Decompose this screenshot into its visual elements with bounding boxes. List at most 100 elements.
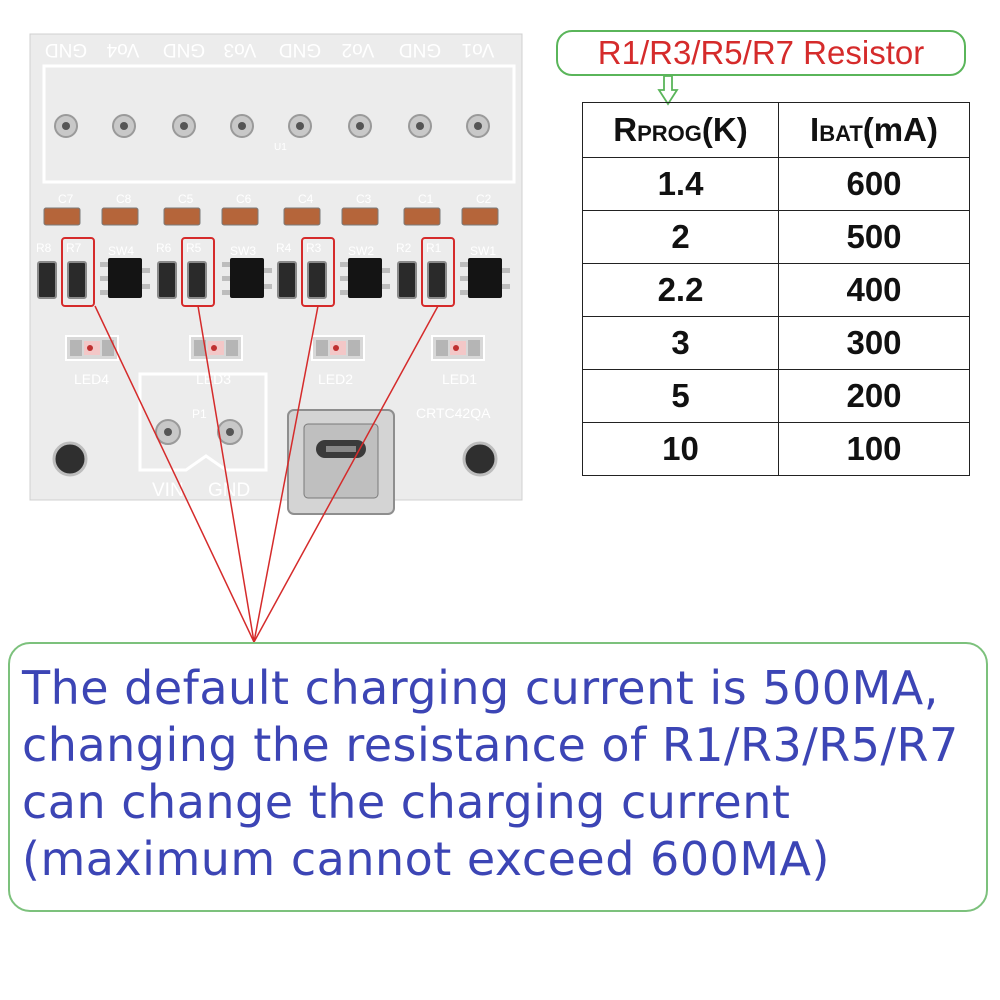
board-model: CRTC42QA — [416, 405, 491, 421]
ic-pin — [376, 284, 390, 289]
led-pad — [102, 340, 114, 356]
ic-body — [230, 258, 264, 298]
capacitor-labels: C7 C8 C5 C6 C4 C3 C1 C2 — [58, 192, 492, 206]
led-pad — [436, 340, 448, 356]
pcb-board: GND Vo4 GND Vo3 GND Vo2 GND Vo1 U1 C7 C8… — [29, 33, 523, 515]
table-cell-ibat: 500 — [778, 210, 970, 264]
capacitor — [163, 207, 201, 226]
ic-pin — [340, 290, 354, 295]
led-labels: LED4 LED3 LED2 LED1 — [74, 371, 477, 387]
led-label: LED4 — [74, 371, 109, 387]
led — [189, 335, 243, 361]
terminal-hole-center — [180, 122, 188, 130]
header-label: GND — [399, 39, 441, 60]
resistor — [187, 261, 207, 299]
capacitor-label: C5 — [178, 192, 194, 206]
resistor-label: R3 — [306, 241, 322, 255]
resistor-labels: R8 R7 R6 R5 R4 R3 R2 R1 — [36, 241, 442, 255]
header-label: Vo2 — [342, 39, 375, 60]
ic-pin — [340, 262, 354, 267]
table-cell-ibat: 300 — [778, 316, 970, 370]
table-cell-rprog: 2 — [582, 210, 779, 264]
resistor — [37, 261, 57, 299]
resistor-label: R1 — [426, 241, 442, 255]
switch-ic — [222, 258, 272, 298]
switch-ic — [100, 258, 150, 298]
resistor-label: R7 — [66, 241, 82, 255]
header-ibat: IBAT(mA) — [778, 102, 970, 158]
header-unit: (mA) — [862, 111, 938, 148]
led — [431, 335, 485, 361]
leds — [65, 335, 485, 361]
header-rprog: RPROG(K) — [582, 102, 779, 158]
switch-labels: SW4 SW3 SW2 SW1 — [108, 244, 496, 258]
callout-line-r3 — [253, 305, 319, 643]
switch-label: SW3 — [230, 244, 256, 258]
input-label-vin: VIN — [152, 480, 184, 501]
terminal-hole-center — [474, 122, 482, 130]
led-pad — [226, 340, 238, 356]
power-terminal: P1 VIN GND — [138, 372, 268, 501]
table-cell-rprog: 10 — [582, 422, 779, 476]
header-ref: U1 — [274, 142, 287, 153]
table-cell-ibat: 200 — [778, 369, 970, 423]
note-line: The default charging current is 500MA, — [22, 661, 939, 715]
switch-ic — [340, 258, 390, 298]
resistors — [37, 261, 447, 299]
terminal-hole-center — [356, 122, 364, 130]
note-line: changing the resistance of R1/R3/R5/R7 — [22, 718, 959, 772]
note-line: (maximum cannot exceed 600MA) — [22, 832, 830, 886]
resistor-label: R4 — [276, 241, 292, 255]
terminal-hole-center — [416, 122, 424, 130]
header-sub: PROG — [637, 121, 702, 146]
terminal-hole-center — [238, 122, 246, 130]
table-cell-ibat: 400 — [778, 263, 970, 317]
capacitor-label: C3 — [356, 192, 372, 206]
table-header-row: RPROG(K) IBAT(mA) — [582, 102, 970, 158]
switch-ic — [460, 258, 510, 298]
capacitor-label: C7 — [58, 192, 74, 206]
capacitor-label: C4 — [298, 192, 314, 206]
resistor — [397, 261, 417, 299]
led — [311, 335, 365, 361]
ic-pin — [222, 290, 236, 295]
led — [65, 335, 119, 361]
header-label: GND — [279, 39, 321, 60]
ic-pin — [136, 284, 150, 289]
ic-pin — [496, 268, 510, 273]
header-unit: (K) — [701, 111, 748, 148]
led-pad — [194, 340, 206, 356]
resistor — [427, 261, 447, 299]
capacitor-label: C1 — [418, 192, 434, 206]
callout-lines — [94, 305, 439, 643]
capacitor-label: C2 — [476, 192, 492, 206]
ic-pin — [460, 290, 474, 295]
table-cell-rprog: 5 — [582, 369, 779, 423]
led-pad — [468, 340, 480, 356]
usb-c-connector — [287, 409, 395, 515]
ic-body — [468, 258, 502, 298]
ic-pin — [100, 262, 114, 267]
capacitor — [43, 207, 81, 226]
header-sub: BAT — [819, 121, 863, 146]
resistor — [157, 261, 177, 299]
down-arrow-icon — [657, 75, 679, 106]
ic-pin — [376, 268, 390, 273]
ic-pin — [460, 276, 474, 281]
ic-pin — [222, 276, 236, 281]
capacitor — [341, 207, 379, 226]
header-outline — [42, 64, 516, 184]
capacitor-label: C8 — [116, 192, 132, 206]
terminal-hole-center — [120, 122, 128, 130]
led-pad — [70, 340, 82, 356]
resistor-label: R5 — [186, 241, 202, 255]
led-pad — [348, 340, 360, 356]
ic-pin — [460, 262, 474, 267]
usb-tongue — [326, 446, 356, 452]
ic-body — [108, 258, 142, 298]
